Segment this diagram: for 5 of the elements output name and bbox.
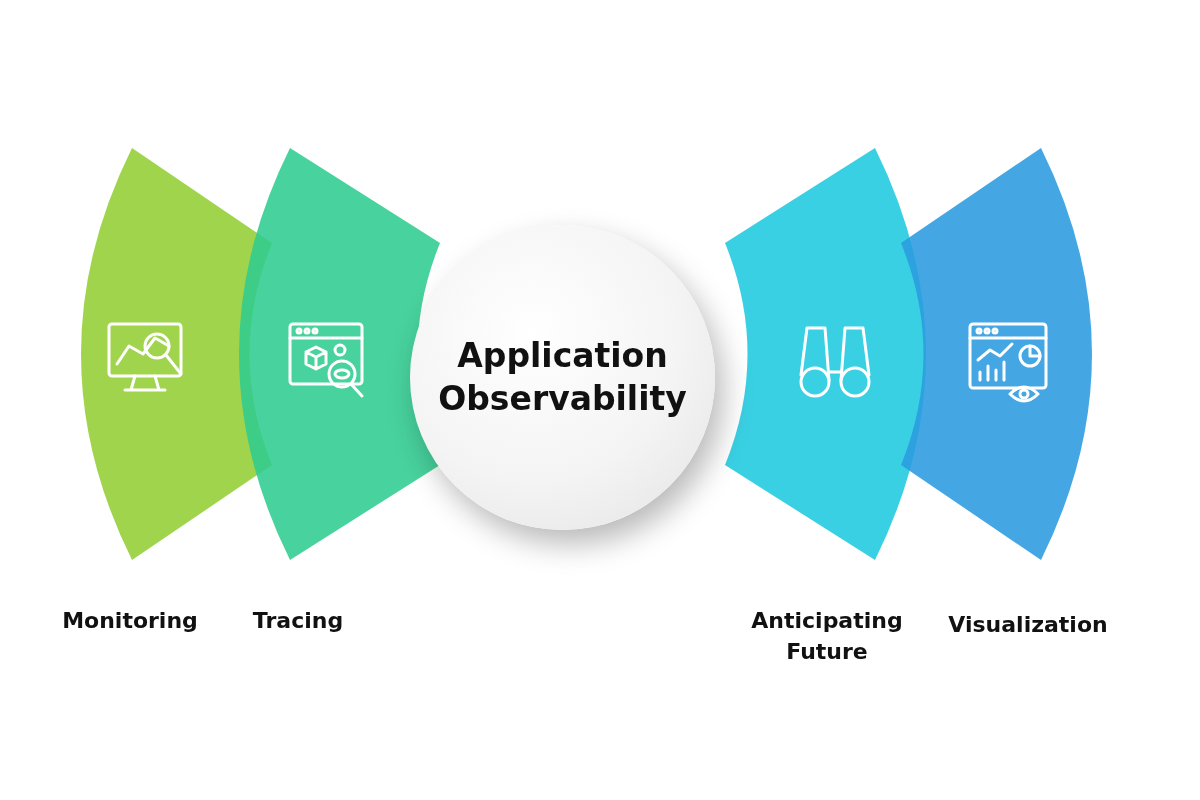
segment-label: Monitoring bbox=[61, 607, 199, 635]
segment-label: Tracing bbox=[251, 607, 345, 635]
segment-label: Visualization bbox=[947, 611, 1109, 639]
segment-label: Anticipating Future bbox=[750, 607, 904, 666]
center-title: Application Observability bbox=[437, 334, 688, 420]
